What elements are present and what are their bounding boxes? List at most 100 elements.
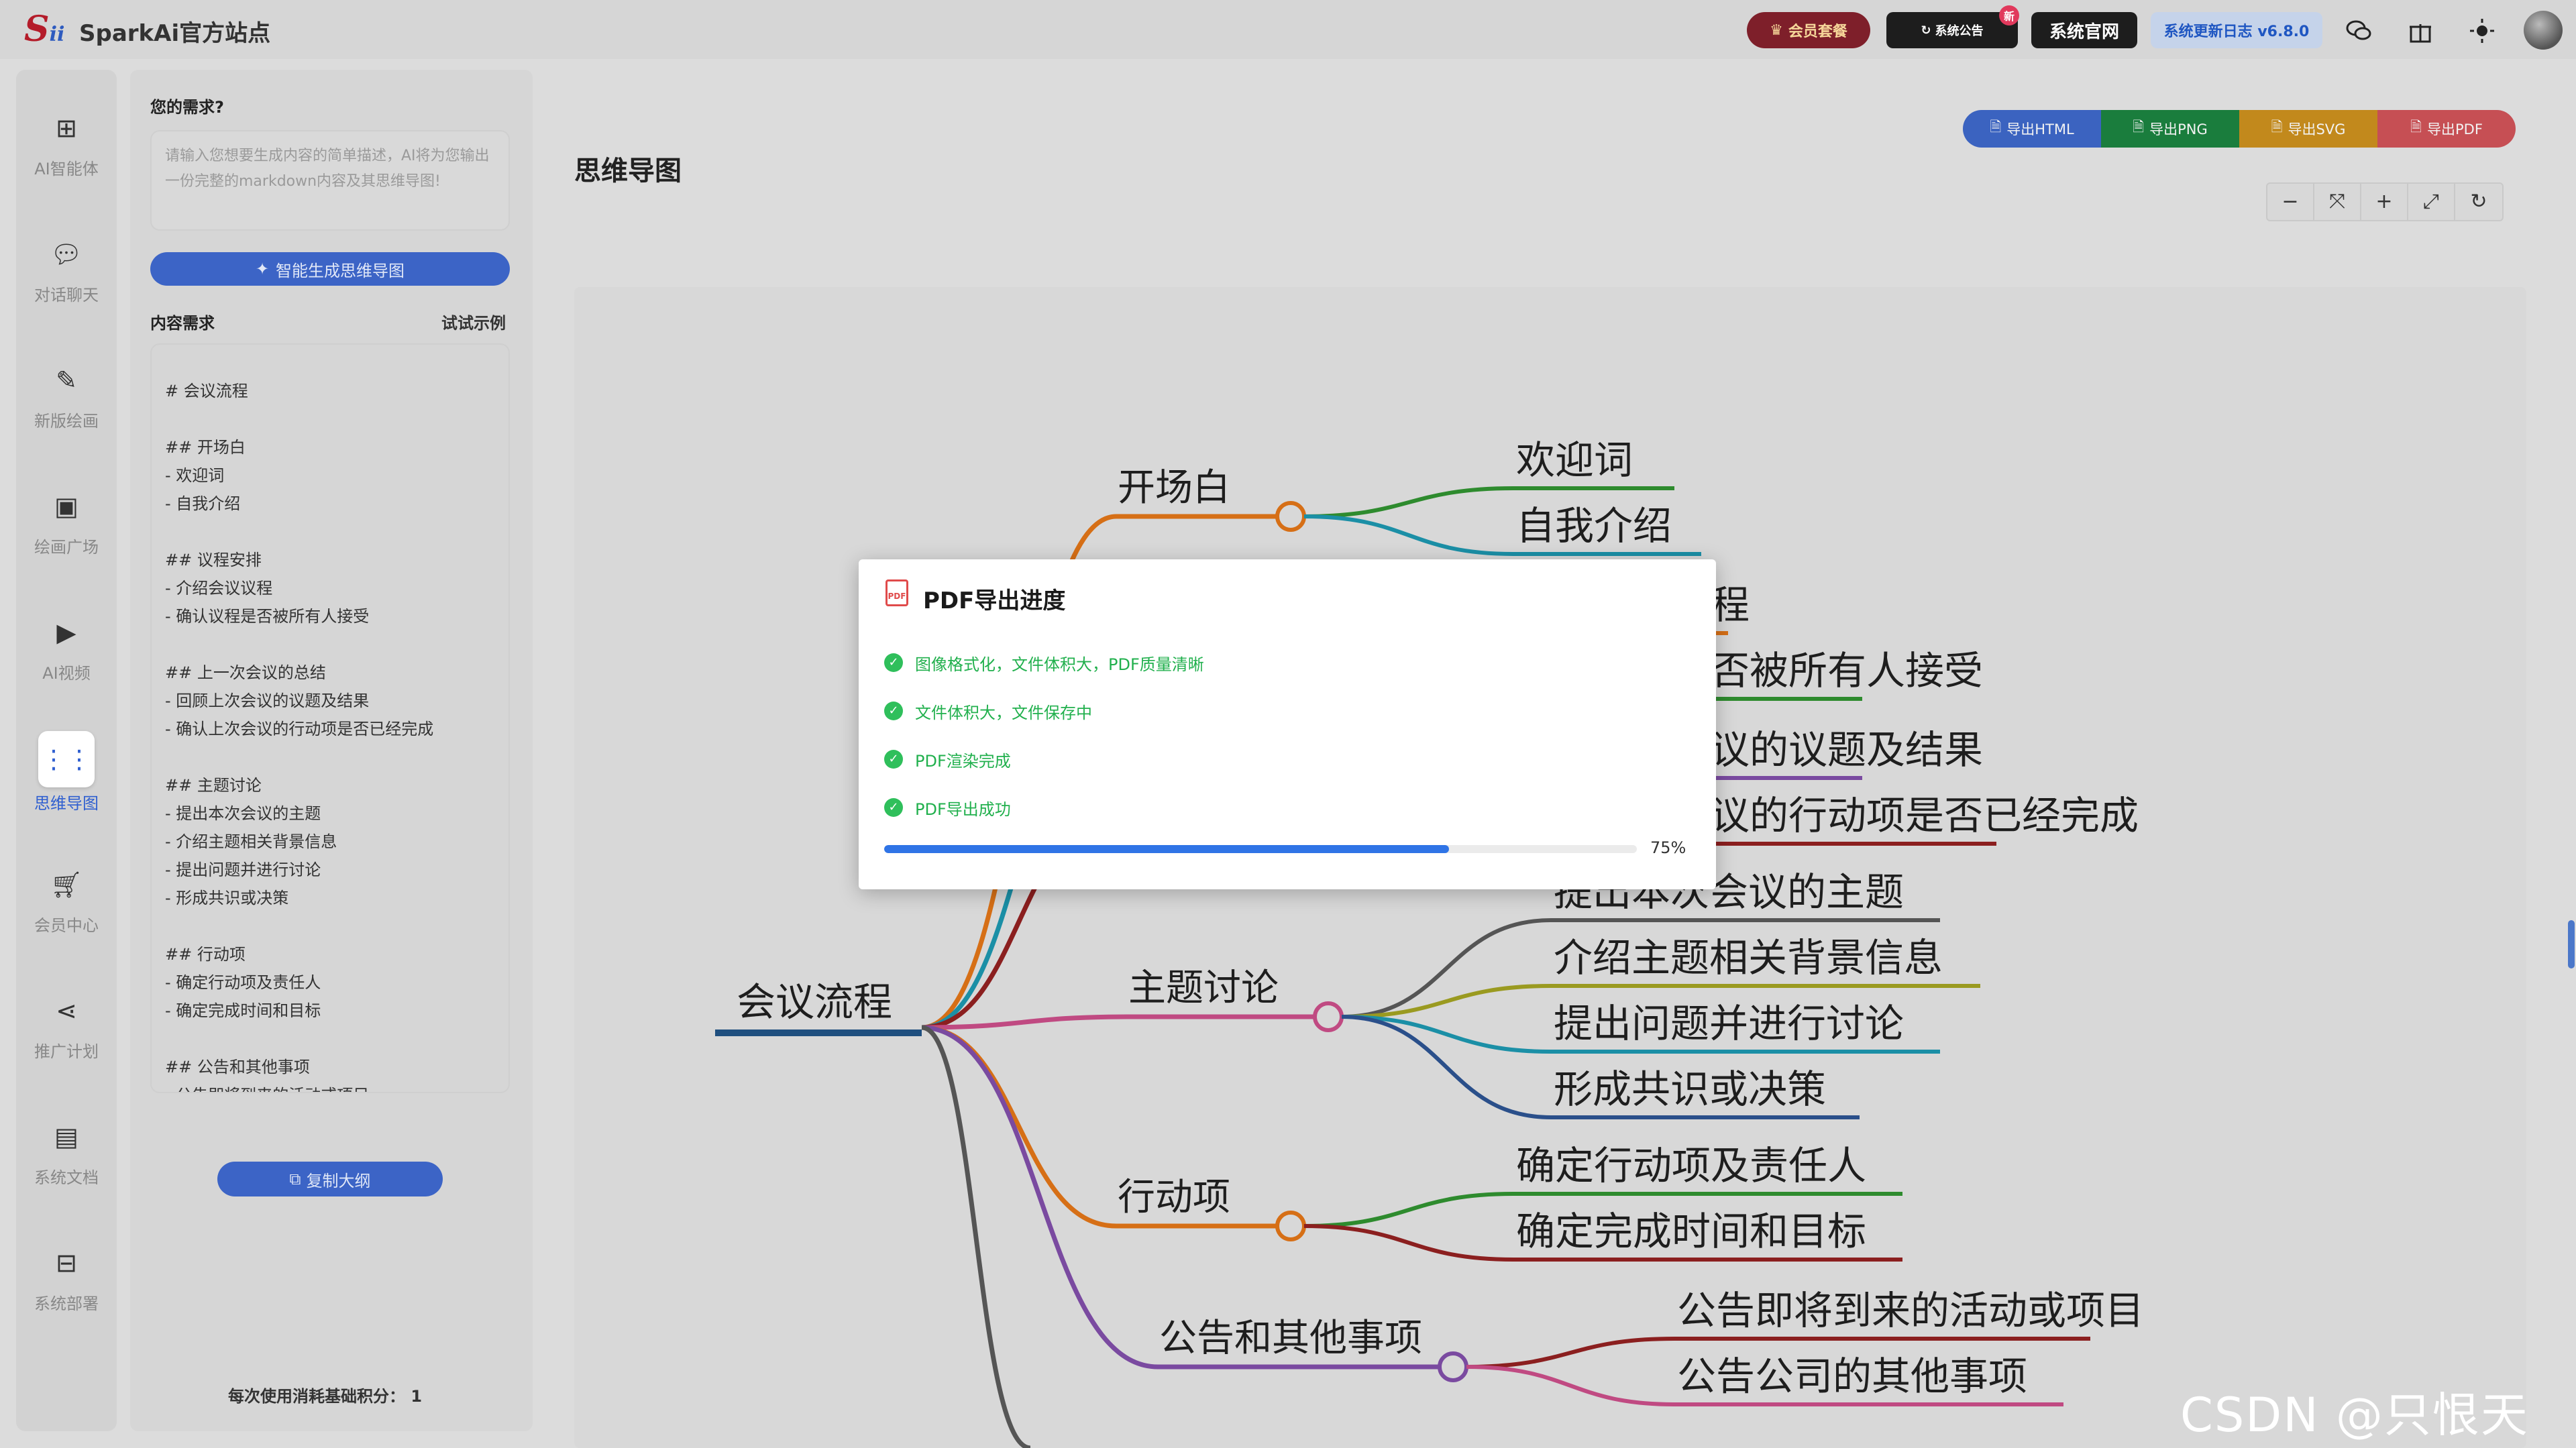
mindmap-branch-connector <box>921 1025 1117 1229</box>
outline-line: ## 公告和其他事项 <box>165 1058 310 1076</box>
mindmap-branch-label: 行动项 <box>1118 1176 1230 1219</box>
mindmap-branch-connector <box>921 1014 1128 1030</box>
outline-line <box>165 405 495 433</box>
share-icon: ⋖ <box>56 996 77 1025</box>
mindmap-node-circle[interactable] <box>1438 1351 1468 1382</box>
outline-line: - 形成共识或决策 <box>165 889 289 907</box>
vip-package-button[interactable]: ♛ 会员套餐 <box>1747 12 1870 48</box>
export-step-2: ✓ 文件体积大，文件保存中 <box>884 698 1092 724</box>
nav-item-new-painting[interactable]: ✎ 新版绘画 <box>16 362 117 463</box>
official-site-button[interactable]: 系统官网 <box>2031 12 2137 48</box>
nav-item-painting-square[interactable]: ▣ 绘画广场 <box>16 488 117 589</box>
dialog-title: PDF导出进度 <box>923 588 1066 614</box>
outline-line: ## 行动项 <box>165 945 246 964</box>
outline-line: ## 开场白 <box>165 438 246 457</box>
outline-line: - 欢迎词 <box>165 466 225 485</box>
copy-outline-button[interactable]: ⧉ 复制大纲 <box>217 1162 443 1196</box>
mindmap-child-label: 自我介绍 <box>1516 503 1672 549</box>
cart-icon: 🛒︎ <box>50 870 83 899</box>
export-svg-button[interactable]: 🗎︎ 导出SVG <box>2239 110 2377 148</box>
try-example-link[interactable]: 试试示例 <box>441 314 506 333</box>
video-icon: ▶ <box>56 618 76 647</box>
markdown-outline-editor[interactable]: # 会议流程## 开场白- 欢迎词- 自我介绍## 议程安排- 介绍会议议程- … <box>150 343 510 1093</box>
export-step-1: ✓ 图像格式化，文件体积大，PDF质量清晰 <box>884 649 1204 676</box>
generate-mindmap-button[interactable]: ✦ 智能生成思维导图 <box>150 252 510 286</box>
mindmap-child-connector <box>1341 918 1552 1019</box>
outline-line: - 回顾上次会议的议题及结果 <box>165 691 370 710</box>
export-png-button[interactable]: 🗎︎ 导出PNG <box>2101 110 2239 148</box>
nav-item-mindmap[interactable]: ⋮⋮ 思维导图 <box>16 731 117 832</box>
nav-item-docs[interactable]: ▤ 系统文档 <box>16 1119 117 1219</box>
mindmap-child-connector <box>1341 984 1552 1019</box>
nav-item-ai-video[interactable]: ▶ AI视频 <box>16 614 117 715</box>
outline-line <box>165 518 495 546</box>
mindmap-child-label: 欢迎词 <box>1516 437 1633 483</box>
mindmap-branch-label: 公告和其他事项 <box>1159 1317 1422 1360</box>
mindmap-node-circle[interactable] <box>1313 1001 1344 1032</box>
file-html-icon: 🗎︎ <box>1990 118 2002 135</box>
nav-item-promotion[interactable]: ⋖ 推广计划 <box>16 993 117 1093</box>
outline-line <box>165 630 495 659</box>
user-avatar[interactable] <box>2524 11 2563 50</box>
mindmap-child-label: 形成共识或决策 <box>1554 1066 1826 1112</box>
export-step-3: ✓ PDF渲染完成 <box>884 746 1011 773</box>
mindmap-branch-connector <box>921 1025 1159 1370</box>
export-progress-bar <box>884 845 1637 853</box>
wechat-icon[interactable] <box>2345 17 2372 44</box>
copy-icon: ⧉ <box>289 1170 301 1188</box>
cost-info: 每次使用消耗基础积分： 1 <box>228 1387 423 1406</box>
outline-line <box>165 1025 495 1053</box>
check-circle-icon: ✓ <box>884 798 903 817</box>
gift-icon[interactable] <box>2407 17 2434 44</box>
check-circle-icon: ✓ <box>884 750 903 769</box>
mindmap-node-circle[interactable] <box>1275 501 1306 532</box>
page-title: 思维导图 <box>574 156 682 186</box>
export-step-4: ✓ PDF导出成功 <box>884 794 1011 821</box>
mindmap-child-connector <box>1341 1015 1552 1054</box>
mindmap-child-connector <box>1303 1224 1514 1262</box>
refresh-small-icon: ↻ <box>1921 23 1931 38</box>
theme-sun-icon[interactable] <box>2469 17 2496 44</box>
outline-line <box>165 912 495 940</box>
nav-item-member-center[interactable]: 🛒︎ 会员中心 <box>16 867 117 967</box>
sparkai-logo[interactable]: Sii <box>24 9 65 50</box>
reset-view-button[interactable]: ↻ <box>2470 190 2487 213</box>
grid-icon: ⊞ <box>56 113 77 143</box>
mindmap-branch-label: 主题讨论 <box>1128 966 1279 1010</box>
mindmap-node-circle[interactable] <box>1275 1211 1306 1241</box>
fullscreen-button[interactable]: ⤢ <box>2408 184 2455 220</box>
nav-item-ai-agent[interactable]: ⊞ AI智能体 <box>16 110 117 211</box>
mindmap-child-connector <box>1303 514 1514 556</box>
nav-item-chat[interactable]: 💬︎ 对话聊天 <box>16 236 117 337</box>
zoom-out-button[interactable]: − <box>2267 184 2314 220</box>
export-progress-label: 75% <box>1650 838 1686 857</box>
image-gallery-icon: ▣ <box>54 492 78 521</box>
mindmap-child-label: 确定完成时间和目标 <box>1516 1209 1866 1254</box>
mindmap-child-connector <box>1466 1337 1675 1369</box>
outline-line: - 介绍主题相关背景信息 <box>165 832 337 851</box>
page-scrollbar[interactable] <box>2568 920 2575 968</box>
content-title: 内容需求 <box>150 314 215 333</box>
outline-line: - 提出问题并进行讨论 <box>165 860 321 879</box>
chat-bubble-icon: 💬︎ <box>50 239 83 269</box>
outline-line: ## 议程安排 <box>165 551 262 569</box>
check-circle-icon: ✓ <box>884 653 903 672</box>
outline-line: # 会议流程 <box>165 382 248 400</box>
export-html-button[interactable]: 🗎︎ 导出HTML <box>1963 110 2101 148</box>
need-description-input[interactable]: 请输入您想要生成内容的简单描述，AI将为您输出一份完整的markdown内容及其… <box>150 130 510 231</box>
deploy-icon: ⊟ <box>56 1248 77 1278</box>
fit-view-button[interactable]: ⤧ <box>2314 184 2361 220</box>
csdn-watermark: CSDN @只恨天高 <box>2180 1388 2529 1443</box>
mindmap-icon: ⋮⋮ <box>38 731 95 787</box>
pdf-file-icon: PDF <box>885 579 908 606</box>
export-progress-fill <box>884 845 1449 853</box>
changelog-button[interactable]: 系统更新日志 v6.8.0 <box>2151 12 2322 48</box>
outline-line: - 确认上次会议的行动项是否已经完成 <box>165 720 434 738</box>
system-notice-button[interactable]: ↻ 系统公告 <box>1886 12 2018 48</box>
zoom-in-button[interactable]: + <box>2361 184 2408 220</box>
sparkle-icon: ✦ <box>255 260 270 278</box>
file-pdf-icon: 🗎︎ <box>2410 118 2422 135</box>
nav-item-deploy[interactable]: ⊟ 系统部署 <box>16 1245 117 1345</box>
outline-line: ## 上一次会议的总结 <box>165 663 326 682</box>
export-pdf-button[interactable]: 🗎︎ 导出PDF <box>2377 110 2516 148</box>
